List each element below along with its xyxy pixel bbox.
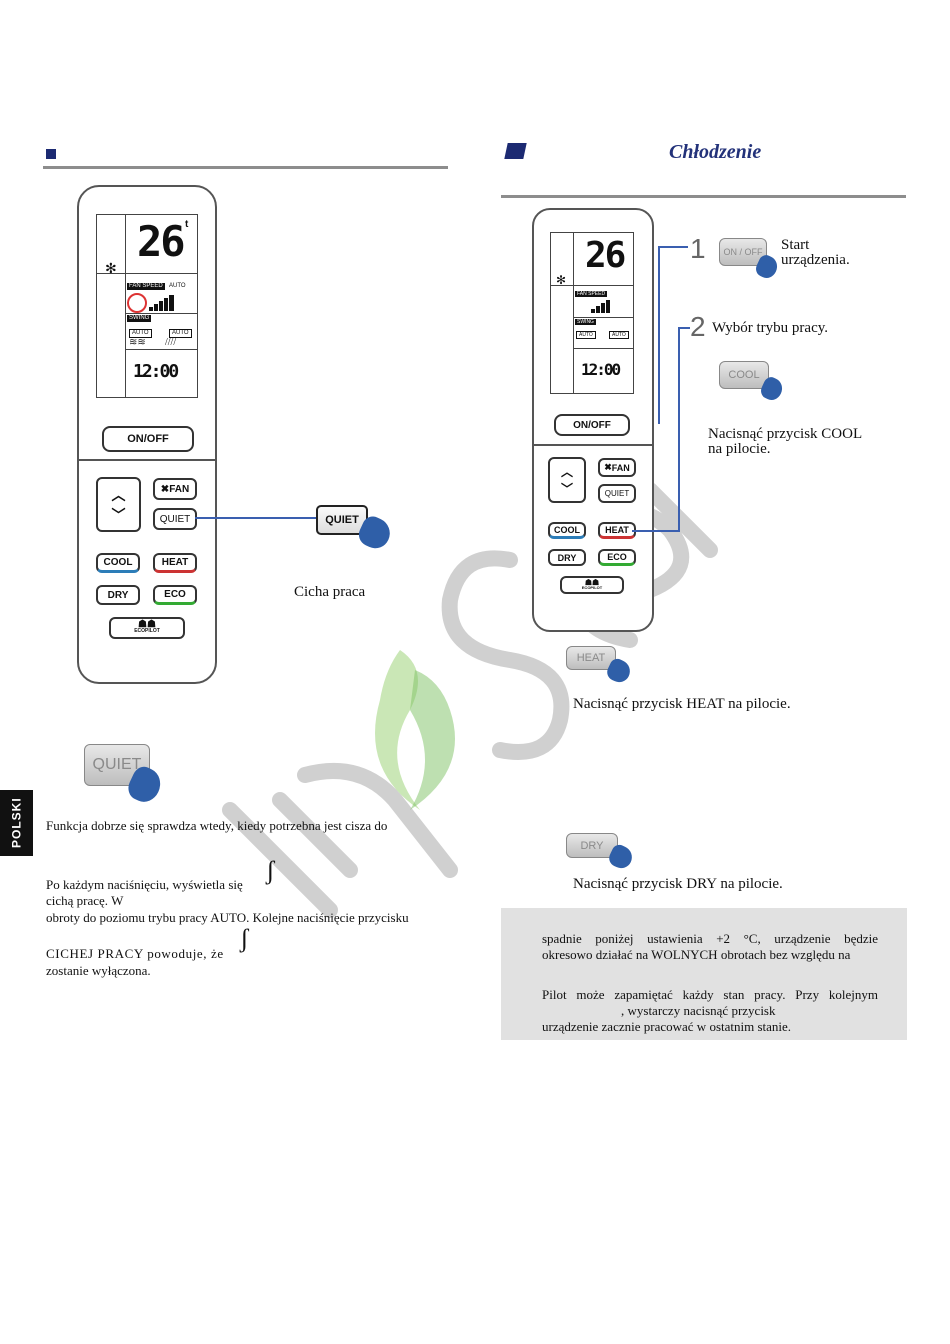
note1-line2: okresowo działać na WOLNYCH obrotach bez… [542, 947, 851, 962]
cool-illustration-button: COOL [719, 361, 769, 389]
connector-line-1 [658, 246, 688, 248]
swing-label: SWING [127, 315, 152, 322]
ecopilot-button[interactable]: ☗☗ECOPILOT [560, 576, 624, 594]
section-marker [46, 149, 56, 159]
heat-illustration-button: HEAT [566, 646, 616, 670]
fan-level-bars-icon [149, 295, 174, 311]
language-tab: POLSKI [0, 790, 33, 856]
temperature-readout: 26 [137, 217, 186, 266]
fan-level-bars-icon [591, 300, 610, 313]
callout-line [195, 517, 317, 519]
quiet-symbol-icon: ʃ [266, 856, 275, 885]
heat-button[interactable]: HEAT [598, 522, 636, 539]
note2-line1: Pilot może zapamiętać każdy stan pracy. … [542, 987, 878, 1002]
quiet-indicator-icon [127, 293, 147, 313]
clock-readout: 12:00 [581, 360, 621, 379]
swing-label: SWING [575, 319, 596, 325]
dry-button[interactable]: DRY [96, 585, 140, 605]
note2-line3: urządzenie zacznie pracować w ostatnim s… [542, 1019, 792, 1034]
quiet-description: Funkcja dobrze się sprawdza wtedy, kiedy… [46, 818, 388, 833]
temperature-readout: 26 [585, 235, 626, 276]
chevron-up-icon: ︿ [111, 486, 126, 503]
quiet-line-3: obroty do poziomu trybu pracy AUTO. Kole… [46, 910, 409, 925]
cool-text-b: na pilocie. [708, 441, 771, 457]
temp-updown-button[interactable]: ︿﹀ [548, 457, 586, 503]
step2-text: Wybór trybu pracy. [712, 320, 829, 336]
dry-text: Nacisnąć przycisk DRY na pilocie. [573, 876, 783, 892]
fan-icon: ✖ [604, 462, 612, 472]
cool-button[interactable]: COOL [96, 553, 140, 573]
fan-icon: ✖ [160, 483, 170, 495]
ecopilot-button[interactable]: ☗☗ECOPILOT [109, 617, 185, 639]
quiet-line-4: CICHEJ PRACY powoduje, że [46, 946, 224, 961]
temperature-unit: t [185, 219, 189, 230]
section-heading-cooling: Chłodzenie [669, 141, 762, 163]
swing-vertical-icon: ≋≋ [129, 337, 146, 348]
remote-display: 26 ✻ FAN SPEED SWING AUTO AUTO 12:00 [550, 232, 634, 394]
onoff-illustration-button: ON / OFF [719, 238, 767, 266]
swing-auto-left: AUTO [129, 329, 152, 338]
notes-box: spadnie poniżej ustawienia +2 °C, urządz… [501, 908, 907, 1040]
section-marker [504, 143, 527, 159]
chevron-down-icon: ﹀ [111, 506, 126, 523]
step1-text-a: Start [781, 237, 810, 253]
quiet-line-5: zostanie wyłączona. [46, 963, 151, 978]
step-number-1: 1 [690, 233, 706, 264]
swing-auto-right: AUTO [609, 331, 629, 339]
onoff-button[interactable]: ON/OFF [102, 426, 194, 452]
clock-readout: 12:00 [133, 361, 179, 382]
eco-button[interactable]: ECO [598, 549, 636, 566]
connector-line-2 [632, 530, 680, 532]
chevron-down-icon: ﹀ [560, 482, 573, 496]
ecopilot-icon: ☗☗ [584, 578, 600, 587]
connector-line-2 [678, 327, 680, 531]
ecopilot-icon: ☗☗ [138, 619, 156, 630]
fan-button[interactable]: ✖FAN [153, 478, 197, 500]
quiet-line-2: cichą pracę. W [46, 893, 124, 908]
remote-display: 26 t ✻ FAN SPEED AUTO SWING AUTO ≋≋ AUTO… [96, 214, 198, 398]
connector-line-2 [678, 327, 690, 329]
cool-button[interactable]: COOL [548, 522, 586, 539]
note1-line1: spadnie poniżej ustawienia +2 °C, urządz… [542, 931, 878, 946]
onoff-button[interactable]: ON/OFF [554, 414, 630, 436]
quiet-button[interactable]: QUIET [598, 484, 636, 503]
swing-horizontal-icon: //// [165, 337, 177, 348]
quiet-button[interactable]: QUIET [153, 508, 197, 530]
eco-button[interactable]: ECO [153, 585, 197, 605]
section-rule [43, 166, 448, 169]
remote-control-right: 26 ✻ FAN SPEED SWING AUTO AUTO 12:00 ON/… [532, 208, 654, 632]
connector-line-1 [658, 246, 660, 424]
quiet-caption: Cicha praca [294, 584, 366, 600]
fan-auto-label: AUTO [169, 283, 186, 289]
snowflake-icon: ✻ [105, 262, 117, 277]
chevron-up-icon: ︿ [560, 465, 573, 479]
note2-line2: , wystarczy nacisnąć przycisk [621, 1003, 776, 1018]
dry-button[interactable]: DRY [548, 549, 586, 566]
cool-text-a: Nacisnąć przycisk COOL [708, 426, 863, 442]
swing-auto-right: AUTO [169, 329, 192, 338]
snowflake-icon: ✻ [556, 273, 567, 287]
quiet-symbol-icon: ʃ [240, 924, 249, 953]
heat-text: Nacisnąć przycisk HEAT na pilocie. [573, 696, 791, 712]
callout-quiet-button: QUIET [316, 505, 368, 535]
step1-text-b: urządzenia. [781, 252, 850, 268]
heat-button[interactable]: HEAT [153, 553, 197, 573]
remote-control-left: 26 t ✻ FAN SPEED AUTO SWING AUTO ≋≋ AUTO… [77, 185, 217, 684]
swing-auto-left: AUTO [576, 331, 596, 339]
fan-speed-label: FAN SPEED [575, 291, 608, 297]
quiet-line-1: Po każdym naciśnięciu, wyświetla się [46, 877, 243, 892]
temp-updown-button[interactable]: ︿﹀ [96, 477, 141, 532]
fan-speed-label: FAN SPEED [127, 283, 165, 290]
step-number-2: 2 [690, 311, 706, 342]
fan-button[interactable]: ✖FAN [598, 458, 636, 477]
section-rule [501, 195, 906, 198]
